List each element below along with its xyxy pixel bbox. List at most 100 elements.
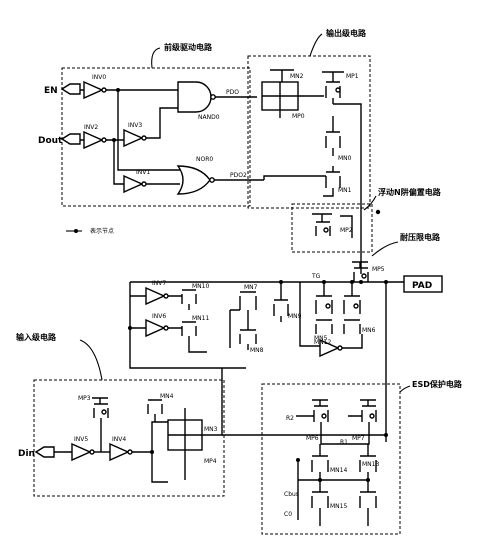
inv2-bubble xyxy=(101,137,107,143)
voltage-tolerant-pointer xyxy=(371,241,399,257)
pad-label: PAD xyxy=(412,281,432,291)
nand-bubble xyxy=(210,94,216,100)
dout-down xyxy=(113,140,124,185)
din-port xyxy=(34,446,55,458)
pad-esd-node xyxy=(384,433,388,437)
pair-wires xyxy=(299,282,353,347)
inv-bottom-bubble xyxy=(337,345,343,351)
nor-gate xyxy=(176,165,211,195)
tg-node-1 xyxy=(279,280,283,284)
mn0-label: MN0 xyxy=(338,155,352,162)
mn4-label: MN4 xyxy=(160,393,174,400)
inv4-label: INV4 xyxy=(112,436,126,443)
voltage-tolerant-label: 耐压限电路 xyxy=(400,232,441,242)
mn14-transistor xyxy=(311,455,329,478)
output-stage-label: 输出级电路 xyxy=(326,28,367,38)
inv0-label: INV0 xyxy=(92,74,106,81)
inv2-gate xyxy=(83,130,104,150)
nor-wires xyxy=(117,140,264,181)
din-label: Din xyxy=(18,449,35,459)
en-port xyxy=(60,83,81,95)
inv6-bubble xyxy=(163,325,169,331)
inv3-wire xyxy=(114,107,178,141)
mp5-bubble xyxy=(361,273,367,279)
mn0-transistor xyxy=(325,126,341,156)
r1-label: R1 xyxy=(340,439,348,446)
tg-node-2 xyxy=(322,280,326,284)
mp8-bubble xyxy=(325,303,331,309)
inv0-bubble xyxy=(101,87,107,93)
tg-cross xyxy=(262,82,298,110)
mn15-label: MN15 xyxy=(330,503,347,510)
dout-label: Dout xyxy=(38,136,63,146)
mn12-label: MN12 xyxy=(314,339,331,346)
inv7-bubble xyxy=(163,293,169,299)
mp3-transistor xyxy=(92,397,109,452)
tg-node-3 xyxy=(350,280,354,284)
mp7-bubble xyxy=(369,413,375,419)
nor-label: NOR0 xyxy=(196,156,213,163)
mn-cluster-wires xyxy=(229,282,282,348)
nor-bubble xyxy=(209,177,215,183)
mn6-transistor xyxy=(343,319,361,334)
mn9-label: MN9 xyxy=(288,313,302,320)
inv3-gate xyxy=(123,128,144,148)
en-label: EN xyxy=(44,86,58,96)
inv3-bubble xyxy=(141,135,147,141)
mp2-bubble xyxy=(323,227,329,233)
mn7-transistor xyxy=(239,291,257,318)
mn2-label: MN2 xyxy=(290,73,304,80)
float-well-pointer xyxy=(363,195,377,211)
left-bus-node xyxy=(128,326,132,330)
esd-wires xyxy=(297,444,369,526)
mp1-transistor xyxy=(322,71,344,104)
mp3-label: MP3 xyxy=(78,395,91,402)
mn8-label: MN8 xyxy=(250,347,264,354)
legend-label: 表示节点 xyxy=(90,227,114,235)
float-node xyxy=(375,209,381,215)
mn-esd-4-transistor xyxy=(359,491,377,516)
mn10-transistor xyxy=(181,289,197,310)
inv-bottom-wire xyxy=(342,334,363,349)
esd-box xyxy=(261,383,401,535)
mn6-label: MN6 xyxy=(362,327,376,334)
inv5-label: INV5 xyxy=(74,436,88,443)
r2-label: R2 xyxy=(286,415,294,422)
mp5-transistor xyxy=(352,261,369,282)
inv2-label: INV2 xyxy=(84,124,98,131)
mn9-transistor xyxy=(273,299,289,322)
input-stage-box xyxy=(33,379,225,497)
esd-node-2 xyxy=(318,478,322,482)
en-branch xyxy=(117,89,178,140)
output-node-wire xyxy=(333,103,362,274)
esd-pointer xyxy=(399,385,411,393)
tg-label: TG xyxy=(311,273,321,280)
inv4-gate xyxy=(109,442,130,462)
c0-label: C0 xyxy=(284,511,292,518)
mn4-transistor xyxy=(147,399,163,422)
dout-port xyxy=(60,133,81,145)
mp5-label: MP5 xyxy=(372,266,385,273)
inv6-label: INV6 xyxy=(152,313,166,320)
mp2-well xyxy=(340,215,353,238)
mn10-label: MN10 xyxy=(192,283,209,290)
inv7-label: INV7 xyxy=(152,280,166,287)
mn5-label: MN5 xyxy=(314,335,328,342)
inv1-label: INV1 xyxy=(136,169,150,176)
inv-bottom-gate xyxy=(319,338,340,358)
mp3-bubble xyxy=(101,409,107,415)
inv1-gate xyxy=(123,174,144,194)
mp6-label: MP6 xyxy=(306,435,319,442)
mp4-label: MP4 xyxy=(204,458,217,465)
mn15-transistor xyxy=(311,491,329,516)
float-well-label: 浮动N阱偏置电路 xyxy=(378,187,442,197)
mn1-label: MN1 xyxy=(338,187,352,194)
pdo2-label: PDO2 xyxy=(230,172,247,179)
tg-node-4 xyxy=(359,280,363,284)
predrive-label: 前级驱动电路 xyxy=(164,42,213,52)
mp6-bubble xyxy=(353,303,359,309)
output-stage-pointer xyxy=(309,33,323,57)
mn11-transistor xyxy=(181,321,207,353)
